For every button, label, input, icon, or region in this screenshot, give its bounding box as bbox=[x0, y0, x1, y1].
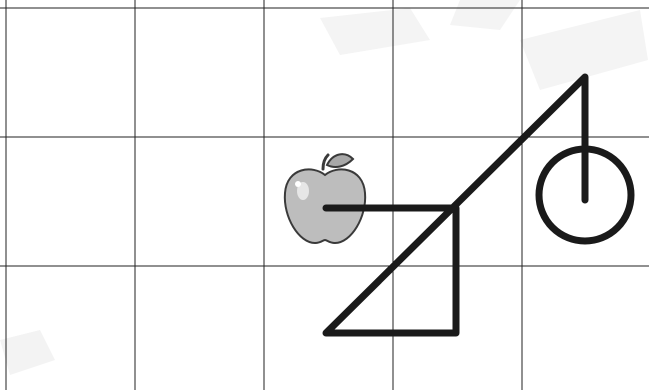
apple-shine-dot bbox=[295, 181, 301, 187]
apple-leaf bbox=[327, 154, 353, 167]
path-line bbox=[326, 77, 585, 333]
apple-stem bbox=[323, 155, 328, 169]
path bbox=[326, 77, 631, 333]
apple-icon bbox=[285, 154, 365, 243]
